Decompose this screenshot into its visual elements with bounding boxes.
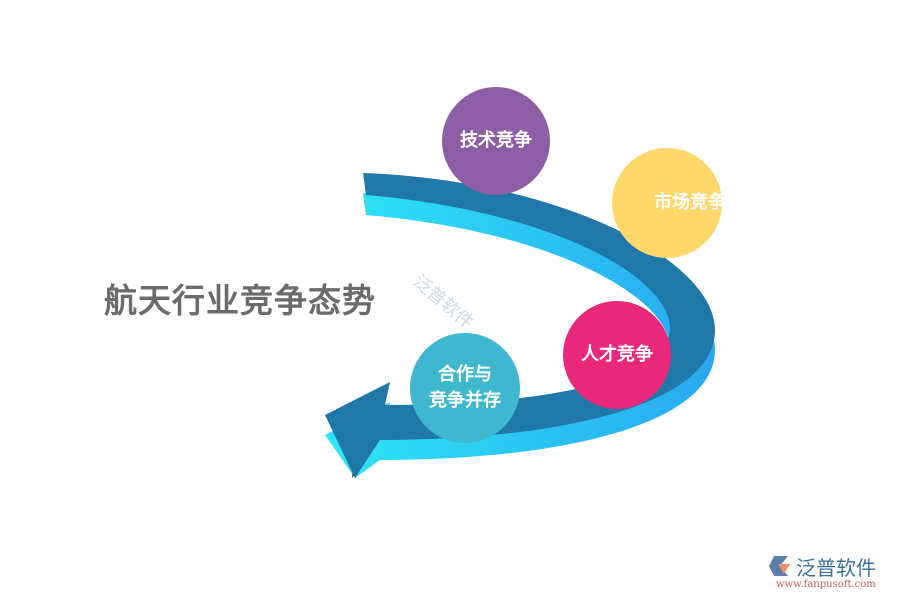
circle-cooperation-competition: 合作与竞争并存 (410, 333, 520, 443)
page-title: 航天行业竞争态势 (104, 281, 376, 320)
logo-url: www.fanpusoft.com (776, 579, 876, 590)
circle-talent-competition: 人才竞争 (563, 301, 671, 409)
logo-icon (769, 556, 790, 576)
logo-name: 泛普软件 (796, 556, 876, 580)
circle-market-competition: 市场竞争 (612, 148, 726, 258)
circle-label: 技术竞争 (460, 130, 532, 151)
circle-label: 人才竞争 (581, 344, 653, 365)
circle-label: 市场竞争 (654, 192, 726, 213)
circle-label-line1: 合作与 (438, 364, 492, 385)
circle-label-line2: 竞争并存 (429, 390, 501, 411)
circle-tech-competition: 技术竞争 (442, 87, 550, 195)
